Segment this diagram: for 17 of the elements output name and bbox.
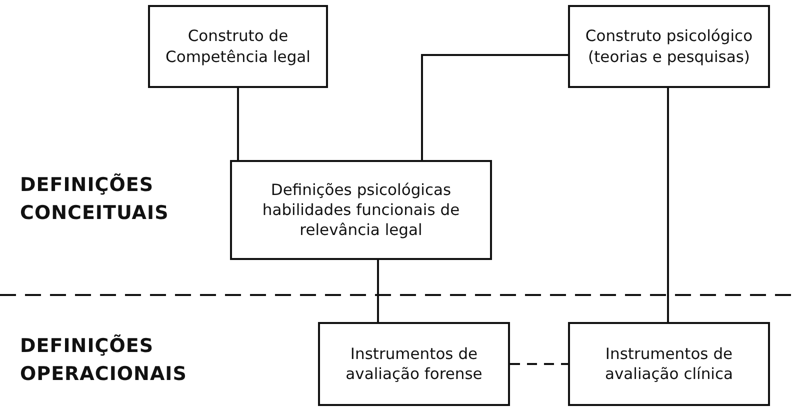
section-heading: DEFINIÇÕES OPERACIONAIS [20,333,188,387]
box-text: Instrumentos de avaliação forense [344,344,484,384]
concept-box [318,322,510,406]
connector-line [421,54,568,160]
box-text: Construto psicológico (teorias e pesquisas) [584,26,754,67]
dashed-connector [510,363,568,365]
concept-box [230,160,492,260]
section-heading: DEFINIÇÕES CONCEITUAIS [20,172,170,226]
connector-line [667,88,669,322]
concept-box [568,5,770,88]
connector-line [237,88,239,160]
box-text: Construto de Competência legal [164,26,312,67]
box-text: Instrumentos de avaliação clínica [604,344,734,384]
concept-box [568,322,770,406]
connector-line [377,260,379,322]
concept-box [148,5,328,88]
box-text: Definições psicológicas habilidades funcionais de relevância legal [261,180,461,240]
